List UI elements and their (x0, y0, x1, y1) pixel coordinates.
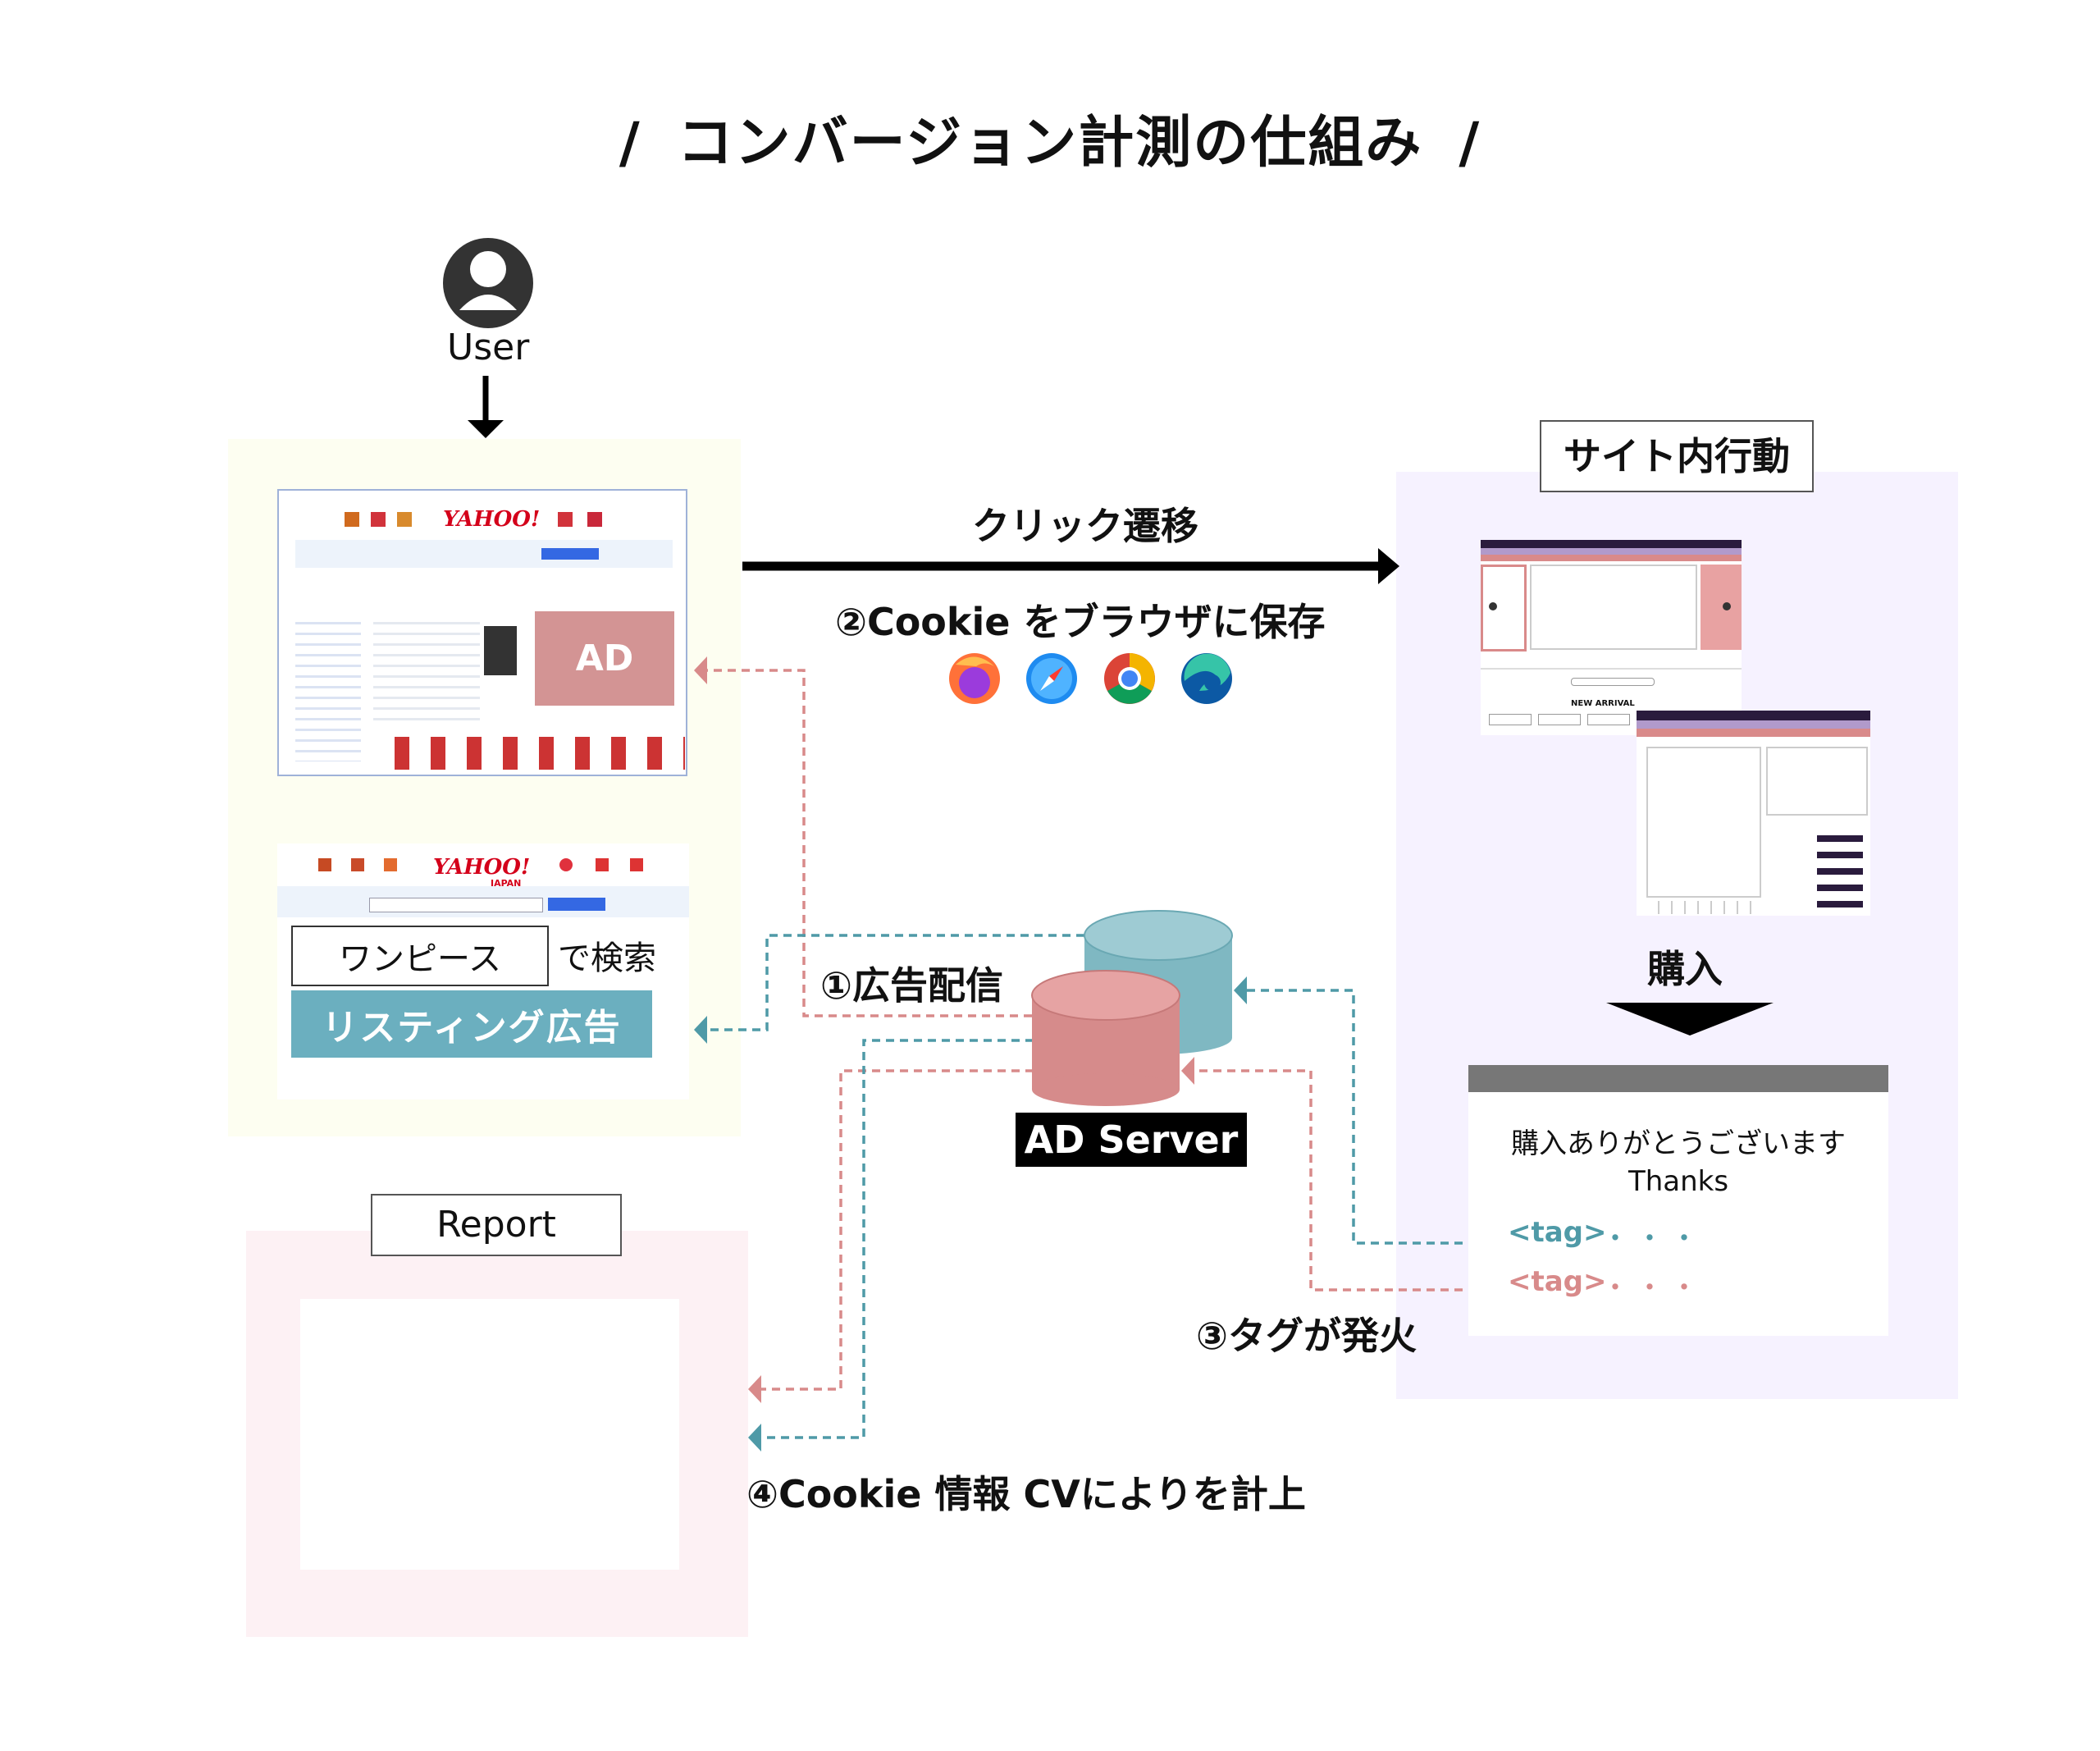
yahoo-nav-icon (351, 858, 364, 871)
yahoo-nav-icon (587, 512, 602, 527)
edge-icon (1181, 653, 1232, 704)
yahoo-search-header (277, 853, 689, 886)
yahoo-nav-icon (318, 858, 331, 871)
user-label: User (447, 327, 530, 368)
product-image (1646, 747, 1761, 898)
site-header-bar (1637, 720, 1870, 729)
purchase-label: 購入 (1647, 947, 1723, 991)
safari-icon (1026, 653, 1077, 704)
user-down-arrow-head (468, 420, 504, 438)
yahoo-sidebar (295, 614, 361, 761)
title-left-slash: / (619, 111, 641, 176)
search-query-box[interactable]: ワンピース (291, 926, 549, 986)
product-card[interactable] (1489, 714, 1532, 725)
search-suffix-text: で検索 (558, 940, 656, 977)
ad-delivery-label: ①広告配信 (820, 963, 1003, 1008)
site-divider (1481, 668, 1742, 670)
teal-arrowhead-listing (694, 1016, 707, 1044)
add-cart-button[interactable] (1817, 885, 1863, 891)
yahoo-logo: YAHOO! (433, 855, 531, 880)
site-slider-left[interactable] (1481, 565, 1527, 651)
listing-ad-block[interactable]: リスティング広告 (291, 990, 652, 1058)
cookie-save-label: ②Cookie をブラウザに保存 (835, 600, 1326, 644)
pink-connector-ad (707, 669, 1032, 1017)
add-cart-button[interactable] (1817, 901, 1863, 908)
add-cart-button[interactable] (1817, 868, 1863, 875)
teal-arrowhead-server (1234, 976, 1247, 1004)
yahoo-nav-icon (384, 858, 397, 871)
tag-pink-dots: ・・・ (1601, 1272, 1705, 1305)
title-right-slash: / (1459, 111, 1481, 176)
yahoo-news-list (373, 614, 480, 720)
click-transition-label: クリック遷移 (972, 504, 1198, 548)
thanks-en-text: Thanks (1628, 1165, 1729, 1198)
yahoo-nav-icon (630, 858, 643, 871)
thanks-page-card: 購入ありがとうございます Thanks <tag> ・・・ <tag> ・・・ (1468, 1065, 1888, 1336)
yahoo-nav-icon (558, 512, 573, 527)
product-card[interactable] (1587, 714, 1630, 725)
site-search-pill[interactable] (1571, 678, 1655, 686)
teal-connector-report (761, 1039, 1034, 1439)
yahoo-search-area (295, 540, 673, 568)
pink-arrowhead-server (1181, 1057, 1194, 1085)
yahoo-japan-text: JAPAN (491, 878, 522, 889)
thanks-page-header (1468, 1065, 1888, 1092)
site-header-bar (1481, 555, 1742, 561)
pink-arrowhead-ad (694, 656, 707, 684)
new-arrival-text: NEW ARRIVAL (1571, 699, 1635, 708)
tag-teal: <tag> (1508, 1216, 1607, 1249)
yahoo-nav-icon (345, 512, 359, 527)
yahoo-top-page-mock: YAHOO! (277, 489, 687, 776)
purchase-arrow (1606, 1003, 1774, 1036)
pink-connector-report (761, 1069, 1034, 1391)
yahoo-search-button[interactable] (548, 898, 605, 911)
tag-pink: <tag> (1508, 1265, 1607, 1298)
yahoo-thumbnail (484, 626, 517, 675)
display-ad-block[interactable]: AD (535, 611, 674, 706)
yahoo-ranking-row (373, 737, 685, 770)
tag-teal-dots: ・・・ (1601, 1223, 1705, 1255)
ad-server-cylinder-pink (1031, 970, 1180, 1106)
add-cart-button[interactable] (1817, 852, 1863, 858)
report-step-label: ④Cookie 情報 CVによりを計上 (746, 1472, 1306, 1516)
product-thumbnails[interactable] (1646, 901, 1758, 914)
pink-connector-tag (1194, 1069, 1477, 1292)
teal-connector-listing (707, 934, 1084, 1031)
add-cart-button[interactable] (1817, 835, 1863, 842)
yahoo-nav-icon (397, 512, 412, 527)
chrome-icon (1104, 653, 1155, 704)
site-header-bar (1481, 540, 1742, 548)
report-label: Report (371, 1194, 622, 1256)
thanks-jp-text: 購入ありがとうございます (1511, 1127, 1846, 1160)
site-home-mock: NEW ARRIVAL (1481, 540, 1742, 735)
product-info (1766, 747, 1868, 816)
yahoo-nav-icon (559, 858, 573, 871)
yahoo-nav-icon (371, 512, 386, 527)
page-title: / コンバージョン計測の仕組み / (0, 97, 2100, 178)
site-behavior-label: サイト内行動 (1540, 420, 1814, 492)
yahoo-search-field[interactable] (369, 898, 543, 912)
site-product-mock (1637, 711, 1870, 916)
click-arrow-head (1378, 548, 1399, 584)
site-hero (1530, 565, 1697, 650)
teal-arrowhead-report (748, 1424, 761, 1452)
site-slider-right[interactable] (1701, 565, 1742, 650)
ad-server-label: AD Server (1016, 1113, 1247, 1167)
site-header-bar (1637, 711, 1870, 720)
slider-dot-icon (1489, 602, 1497, 610)
tag-fire-label: ③タグが発火 (1196, 1314, 1417, 1358)
yahoo-logo: YAHOO! (443, 507, 541, 532)
user-icon (443, 238, 533, 328)
report-card (300, 1299, 679, 1570)
slider-dot-icon (1723, 602, 1731, 610)
yahoo-search-button (541, 548, 599, 560)
pink-arrowhead-report (748, 1375, 761, 1403)
yahoo-nav-icon (596, 858, 609, 871)
site-header-bar (1637, 729, 1870, 737)
firefox-icon (949, 653, 1000, 704)
title-text: コンバージョン計測の仕組み (677, 111, 1423, 176)
teal-connector-tag (1247, 989, 1477, 1245)
site-header-bar (1481, 548, 1742, 555)
product-card[interactable] (1538, 714, 1581, 725)
